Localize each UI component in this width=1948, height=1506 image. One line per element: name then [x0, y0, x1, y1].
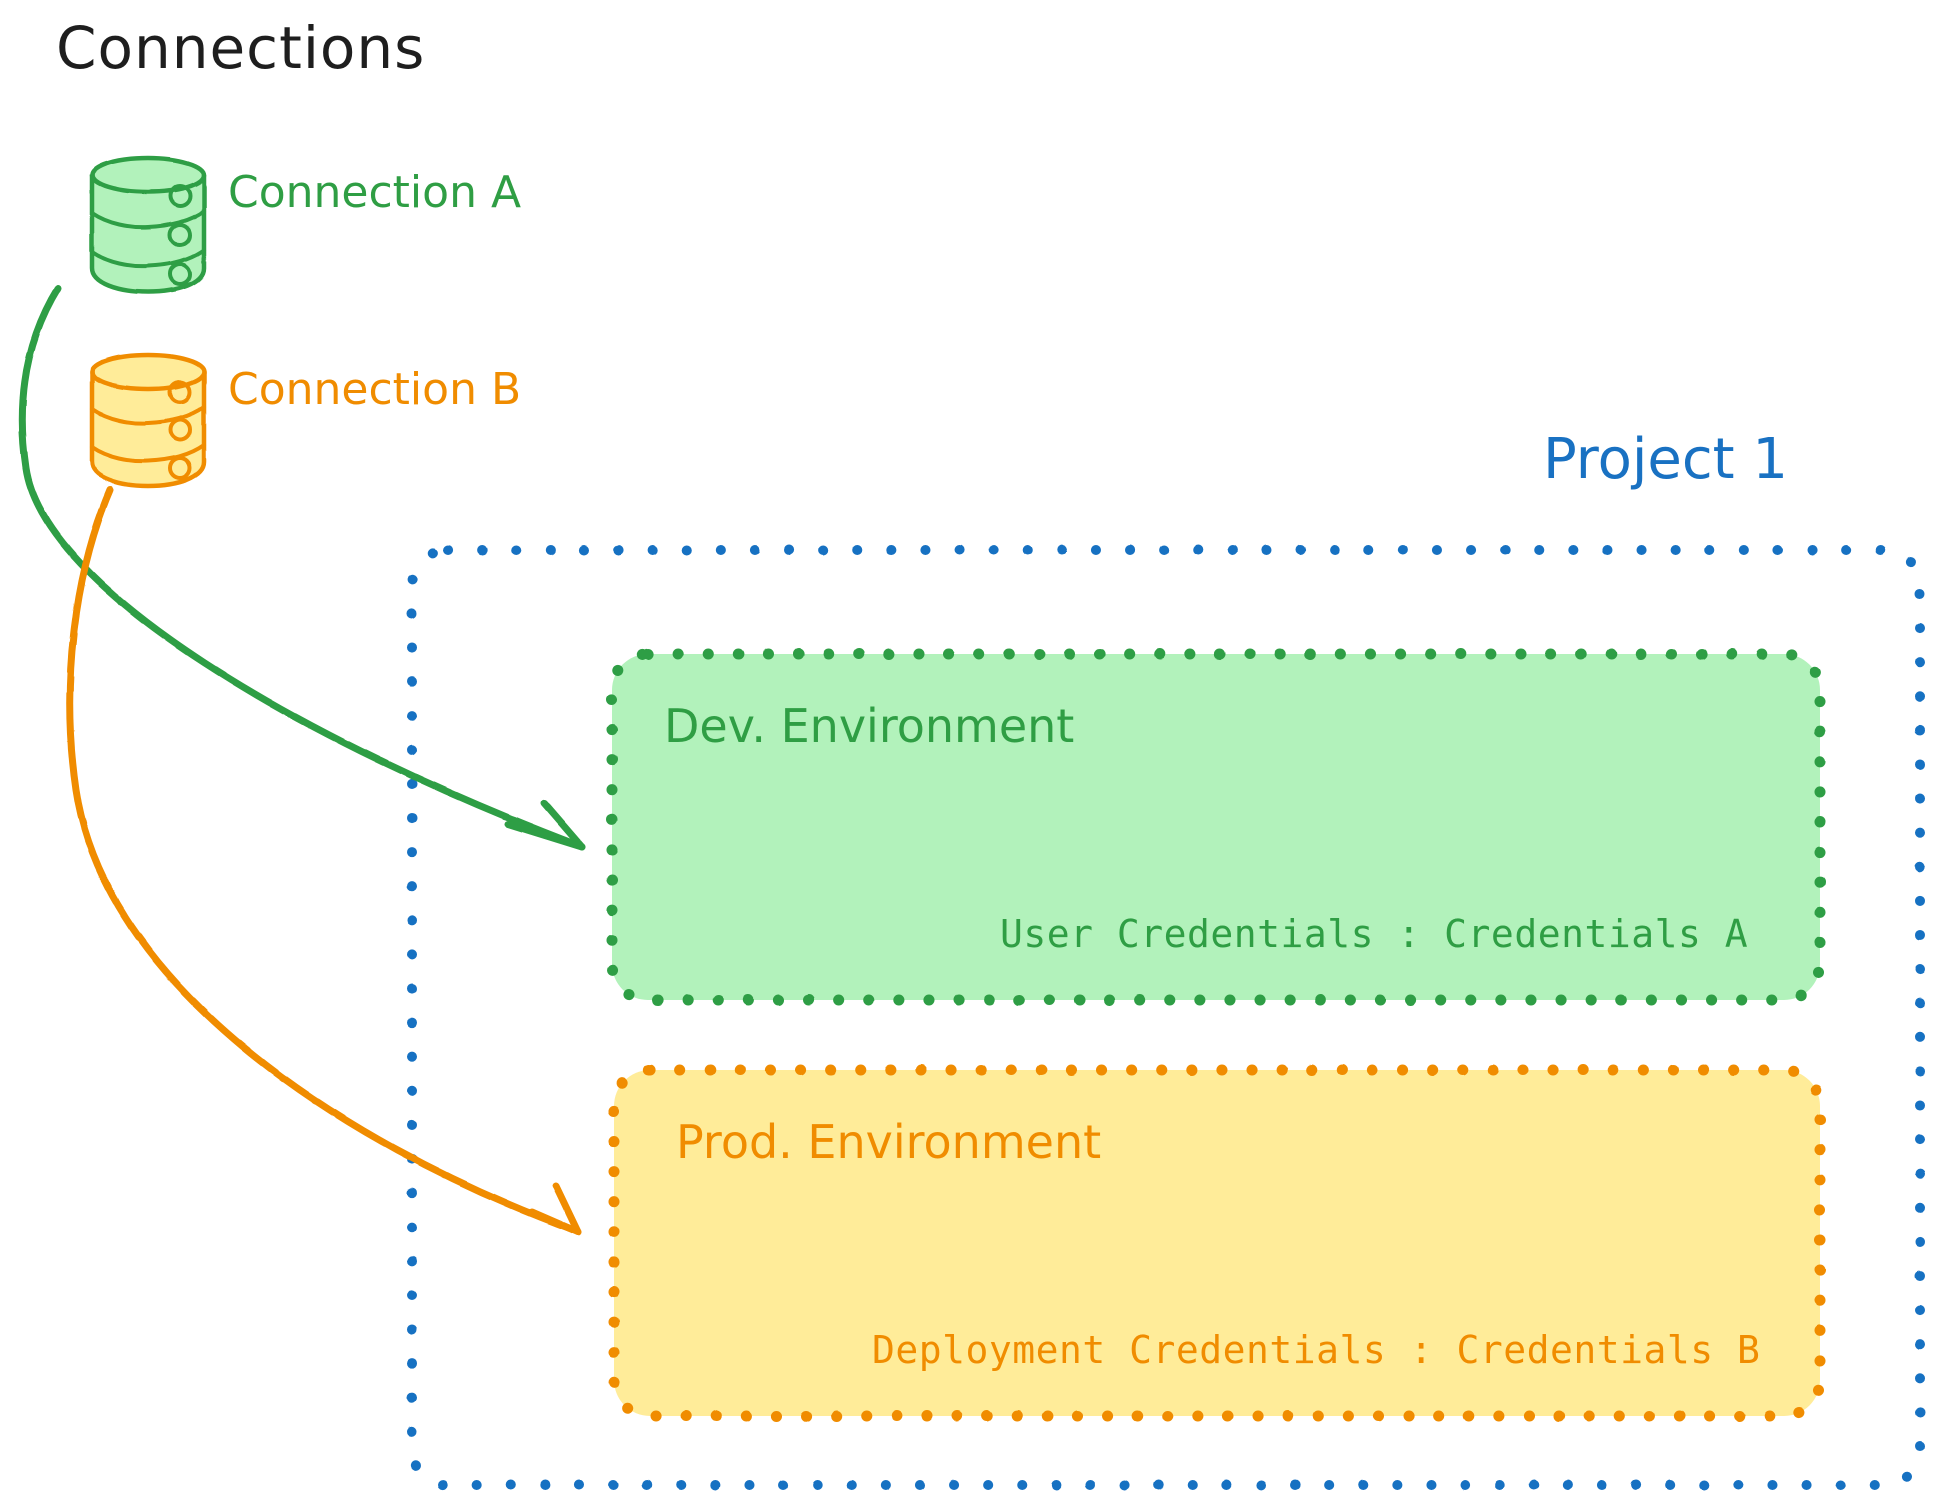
connection-a-node[interactable]: Connection A — [89, 155, 521, 295]
prod-environment-box[interactable]: Prod. Environment Deployment Credentials… — [608, 1064, 1826, 1422]
project-container — [407, 545, 1925, 1490]
dev-environment-border — [606, 648, 1826, 1006]
prod-environment-border — [608, 1064, 1826, 1422]
prod-environment-title: Prod. Environment — [676, 1115, 1101, 1169]
arrow-connection-a-to-dev — [18, 284, 586, 851]
page-title: Connections — [56, 14, 425, 82]
connection-b-node[interactable]: Connection B — [89, 352, 521, 489]
arrow-connection-b-to-prod — [66, 486, 582, 1236]
database-cylinder-icon — [89, 155, 207, 295]
connection-a-label: Connection A — [228, 167, 521, 218]
dev-environment-credentials: User Credentials : Credentials A — [1000, 912, 1748, 956]
database-cylinder-icon — [89, 352, 207, 489]
dev-environment-box[interactable]: Dev. Environment User Credentials : Cred… — [606, 648, 1826, 1006]
prod-environment-credentials: Deployment Credentials : Credentials B — [872, 1328, 1760, 1372]
dev-environment-title: Dev. Environment — [664, 699, 1074, 753]
connection-b-label: Connection B — [228, 364, 521, 415]
project-title: Project 1 — [1543, 427, 1788, 492]
